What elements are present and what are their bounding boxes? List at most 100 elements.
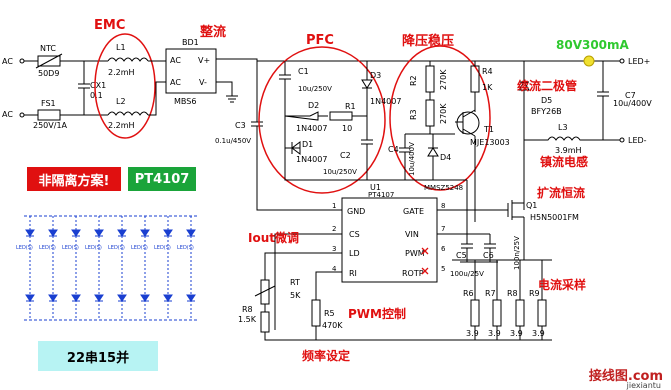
bd-ac1: AC [170, 56, 181, 65]
led [94, 229, 104, 237]
led-label: LED(S) [177, 245, 194, 251]
resistor-r9 [537, 299, 547, 327]
r7-label: R7 [485, 289, 496, 298]
led-minus-terminal [619, 137, 625, 143]
led [140, 229, 150, 237]
r8b-label: R8 [507, 289, 518, 298]
r2-value: 270K [439, 69, 448, 90]
rt-label: RT [290, 278, 300, 287]
r6-label: R6 [463, 289, 474, 298]
c6-label: C6 [483, 251, 494, 260]
t1-value: MJE13003 [470, 138, 510, 147]
c5-value: 100u/25V [450, 270, 484, 278]
led [186, 294, 196, 302]
rating-label: 80V300mA [556, 38, 630, 52]
resistor-r8-left [260, 311, 270, 333]
r3-label: R3 [409, 109, 418, 120]
inductor-note: 镇流电感 [540, 154, 588, 169]
pin-ri: RI [349, 269, 357, 278]
c4-value: 10u/400V [408, 142, 416, 176]
fs1-value: 250V/1A [33, 121, 68, 130]
led [71, 229, 81, 237]
d4-label: D4 [440, 153, 451, 162]
r9-value: 3.9 [532, 329, 545, 338]
d5-value: BFY26B [531, 107, 562, 116]
led-array: LED(S)LED(S)LED(S)LED(S)LED(S)LED(S)LED(… [16, 215, 197, 321]
fet-note: 扩流恒流 [537, 185, 585, 200]
q1-value: H5N5001FM [530, 213, 579, 222]
ntc-label: NTC [40, 44, 56, 53]
pin-ld: LD [349, 249, 360, 258]
pin-pwm: PWM [405, 249, 425, 258]
inductor-l2 [107, 111, 149, 116]
l1-label: L1 [116, 43, 126, 52]
led-minus-label: LED- [628, 136, 647, 145]
freq-label: 频率设定 [302, 348, 350, 363]
pin3: 3 [332, 245, 336, 253]
c7-value: 10u/400V [613, 99, 652, 108]
bd-part: MBS6 [174, 97, 196, 106]
c2-label: C2 [340, 151, 351, 160]
led [186, 229, 196, 237]
q1-label: Q1 [526, 201, 537, 210]
cx1-value: 0.1 [90, 91, 103, 100]
led-label: LED(S) [108, 245, 125, 251]
resistor-r2 [425, 65, 435, 93]
non-isolated-badge: 非隔离方案! [27, 167, 121, 191]
r8-value: 1.5K [238, 315, 257, 324]
l2-value: 2.2mH [108, 121, 135, 130]
u1-label: U1 [370, 183, 381, 192]
iout-label: Iout微调 [248, 230, 299, 245]
led [140, 294, 150, 302]
resistor-r1 [329, 111, 353, 121]
r3-value: 270K [439, 103, 448, 124]
ac-top-terminal [19, 58, 25, 64]
output-indicator [583, 55, 595, 67]
sense-label: 电流采样 [538, 277, 586, 292]
buck-highlight [389, 45, 491, 191]
bridge-rectifier-bd1 [165, 48, 217, 94]
r7-value: 3.9 [488, 329, 501, 338]
led-label: LED(S) [131, 245, 148, 251]
c1-label: C1 [298, 67, 309, 76]
l3-value: 3.9mH [555, 146, 582, 155]
d4-value: MMSZ5248 [424, 184, 463, 192]
led [163, 229, 173, 237]
led [25, 229, 35, 237]
pfc-label: PFC [306, 33, 334, 48]
r4-value: 1K [482, 83, 493, 92]
led-label: LED(S) [85, 245, 102, 251]
d2-label: D2 [308, 101, 319, 110]
inductor-l3 [524, 136, 620, 141]
led [25, 294, 35, 302]
bd-vminus: V- [199, 78, 207, 87]
bd-ac2: AC [170, 78, 181, 87]
c4-label: C4 [388, 145, 399, 154]
led [117, 229, 127, 237]
resistor-r7 [492, 299, 502, 327]
r6-value: 3.9 [466, 329, 479, 338]
pin-cs: CS [349, 230, 360, 239]
r1-label: R1 [345, 102, 356, 111]
cx1-label: CX1 [90, 81, 106, 90]
d3-value: 1N4007 [370, 97, 401, 106]
pin6: 6 [441, 245, 446, 253]
led-plus-label: LED+ [628, 57, 650, 66]
c6-value: 100n/25V [513, 236, 521, 270]
rotp-nc-mark [421, 267, 429, 275]
ic-name-badge: PT4107 [128, 167, 196, 191]
led [94, 294, 104, 302]
c7-label: C7 [625, 91, 636, 100]
resistor-r6 [470, 299, 480, 327]
fs1-label: FS1 [41, 99, 56, 108]
rt-value: 5K [290, 291, 301, 300]
pin7: 7 [441, 225, 445, 233]
c3-value: 0.1u/450V [215, 137, 251, 145]
led-label: LED(S) [16, 245, 33, 251]
c5-label: C5 [456, 251, 467, 260]
r5-value: 470K [322, 321, 343, 330]
r9-label: R9 [529, 289, 540, 298]
led-label: LED(S) [62, 245, 79, 251]
